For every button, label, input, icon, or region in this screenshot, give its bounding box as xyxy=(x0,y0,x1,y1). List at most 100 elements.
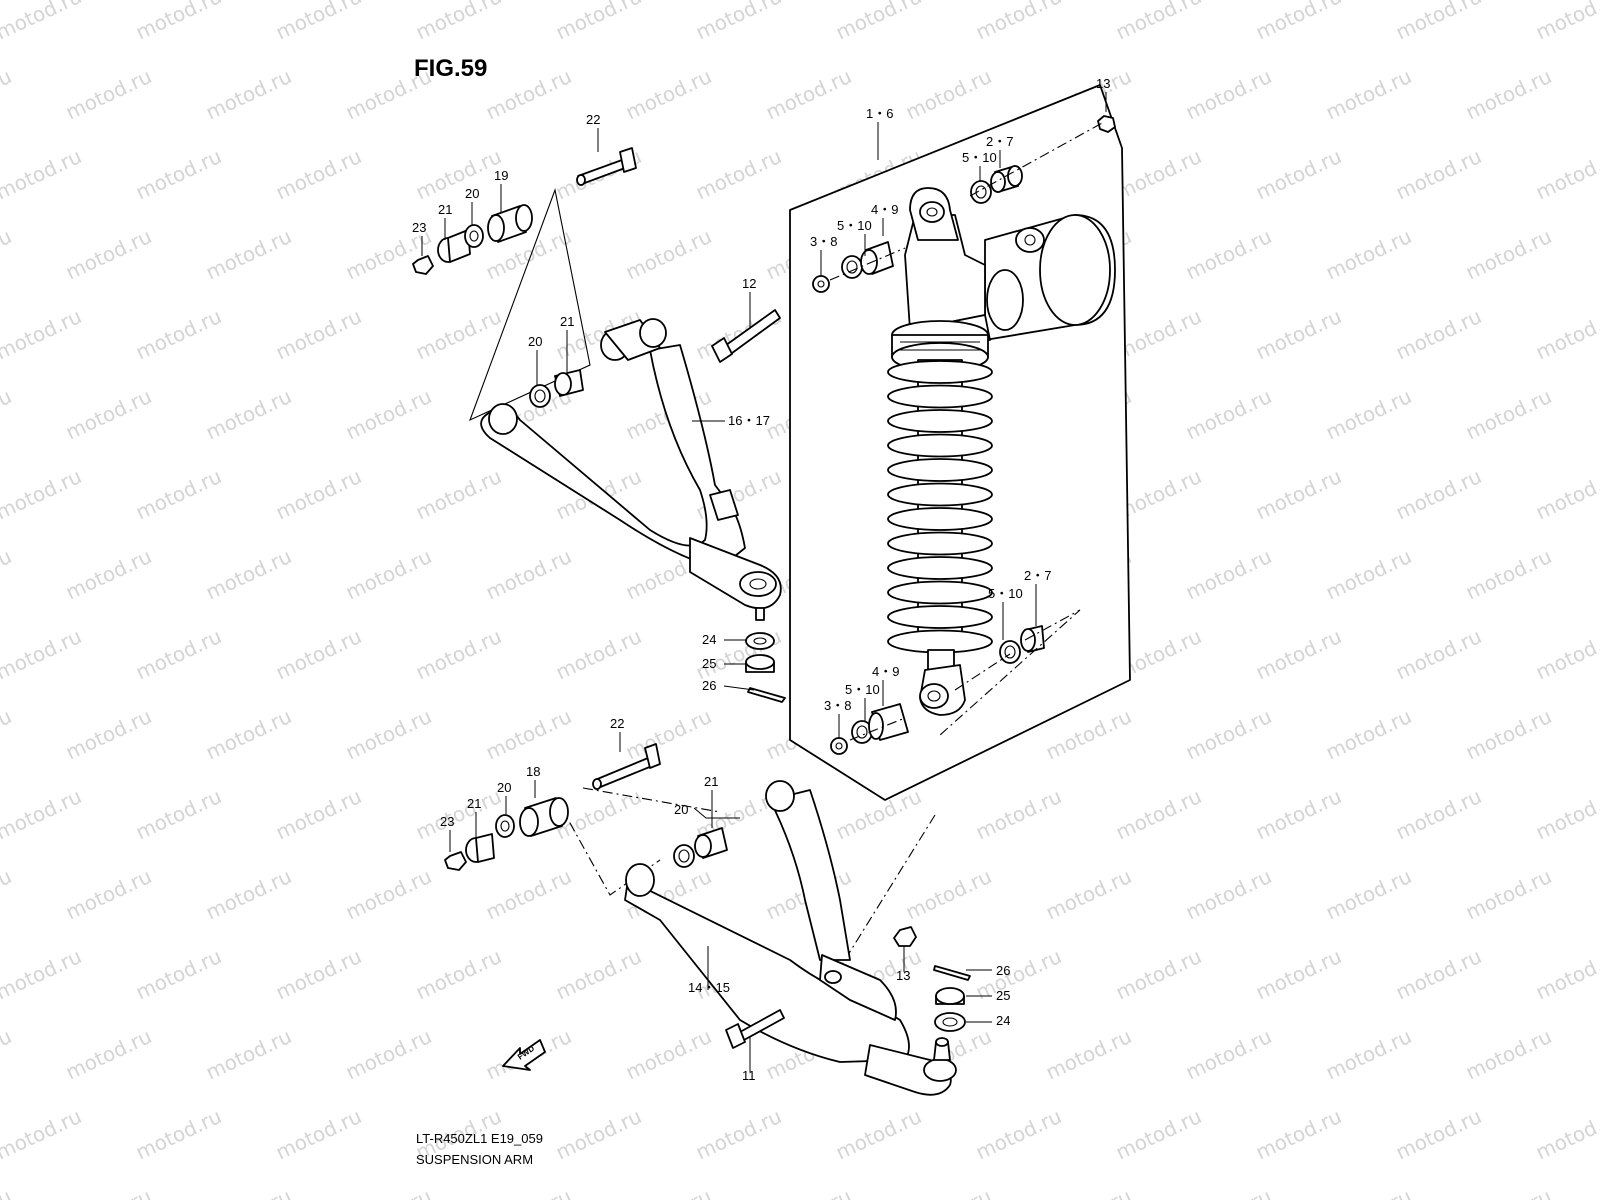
watermark-text: motod.ru xyxy=(1532,0,1600,45)
watermark-text: motod.ru xyxy=(132,144,225,205)
watermark-text: motod.ru xyxy=(1322,384,1415,445)
callout-11: 11 xyxy=(742,1068,756,1083)
shock-lower-eye xyxy=(919,649,966,716)
watermark-text: motod.ru xyxy=(62,864,155,925)
watermark-text: motod.ru xyxy=(342,1024,435,1085)
bolt-11 xyxy=(725,1009,785,1049)
callout-3-8-top: 3・8 xyxy=(810,234,837,249)
spring-coil xyxy=(887,531,993,556)
watermark-text: motod.ru xyxy=(1532,624,1600,685)
nut-13-lower xyxy=(893,926,917,947)
watermark-text: motod.ru xyxy=(132,1104,225,1165)
callout-13-top: 13 xyxy=(1096,76,1110,91)
watermark-text: motod.ru xyxy=(1532,144,1600,205)
upper-bushing-set xyxy=(812,115,1116,293)
watermark-text: motod.ru xyxy=(0,384,15,445)
bolt-22-lower xyxy=(592,743,661,790)
watermark-text: motod.ru xyxy=(1112,944,1205,1005)
watermark-text: motod.ru xyxy=(1462,1024,1555,1085)
upper-bolt-axis xyxy=(969,121,1105,197)
watermark-text: motod.ru xyxy=(1392,624,1485,685)
watermark-text: motod.ru xyxy=(482,704,575,765)
callout-19: 19 xyxy=(494,168,508,183)
callout-23-top: 23 xyxy=(412,220,426,235)
callout-25-lower: 25 xyxy=(996,988,1010,1003)
diagram-caption: SUSPENSION ARM xyxy=(416,1152,533,1167)
callout-12: 12 xyxy=(742,276,756,291)
callout-5-10-top-left: 5・10 xyxy=(837,218,872,233)
spring-coil xyxy=(887,605,993,629)
figure-title: FIG.59 xyxy=(414,55,487,82)
spring-coil xyxy=(887,556,993,580)
watermark-text: motod.ru xyxy=(62,704,155,765)
watermark-text: motod.ru xyxy=(0,224,15,285)
watermark-text: motod.ru xyxy=(622,64,715,125)
watermark-text: motod.ru xyxy=(1252,0,1345,45)
watermark-text: motod.ru xyxy=(62,224,155,285)
watermark-text: motod.ru xyxy=(1042,864,1135,925)
watermark-text: motod.ru xyxy=(132,464,225,525)
callout-20-bottom-b: 20 xyxy=(674,802,688,817)
watermark-text: motod.ru xyxy=(482,64,575,125)
watermark-text: motod.ru xyxy=(412,144,505,205)
callout-2-7-bottom: 2・7 xyxy=(1024,568,1051,583)
shock-absorber-group xyxy=(789,84,1131,801)
callout-14-15: 14・15 xyxy=(688,980,730,995)
watermark-text: motod.ru xyxy=(1462,864,1555,925)
watermark-text: motod.ru xyxy=(972,784,1065,845)
watermark-text: motod.ru xyxy=(1182,544,1275,605)
watermark-text: motod.ru xyxy=(482,544,575,605)
watermark-text: motod.ru xyxy=(412,944,505,1005)
watermark-text: motod.ru xyxy=(0,64,15,125)
watermark-text: motod.ru xyxy=(1322,704,1415,765)
callout-23-bottom: 23 xyxy=(440,814,454,829)
watermark-text: motod.ru xyxy=(552,944,645,1005)
callout-4-9-bottom: 4・9 xyxy=(872,664,899,679)
upper-arm-left-bushings xyxy=(412,204,533,275)
watermark-text: motod.ru xyxy=(0,944,85,1005)
watermark-text: motod.ru xyxy=(902,864,995,925)
watermark-text: motod.ru xyxy=(482,864,575,925)
watermark-text: motod.ru xyxy=(272,784,365,845)
spring-coil xyxy=(887,580,993,605)
watermark-text: motod.ru xyxy=(62,384,155,445)
watermark-text: motod.ru xyxy=(202,864,295,925)
watermark-text: motod.ru xyxy=(622,704,715,765)
watermark-text: motod.ru xyxy=(1252,944,1345,1005)
watermark-text: motod.ru xyxy=(1532,304,1600,365)
bolt-12 xyxy=(711,309,781,363)
lower-bolt-axis xyxy=(954,653,1011,691)
watermark-text: motod.ru xyxy=(1182,864,1275,925)
lower-suspension-arm-group: FWD xyxy=(444,743,971,1096)
watermark-text: motod.ru xyxy=(132,624,225,685)
callout-26-upper: 26 xyxy=(702,678,716,693)
watermark-text: motod.ru xyxy=(0,704,15,765)
watermark-text: motod.ru xyxy=(0,0,85,45)
watermark-text: motod.ru xyxy=(1322,1024,1415,1085)
watermark-text: motod.ru xyxy=(272,144,365,205)
lower-ball-joint-hardware xyxy=(933,965,971,1032)
watermark-text: motod.ru xyxy=(1252,1104,1345,1165)
watermark-text: motod.ru xyxy=(902,64,995,125)
watermark-text: motod.ru xyxy=(1182,384,1275,445)
watermark-text: motod.ru xyxy=(0,1184,15,1200)
watermark-text: motod.ru xyxy=(622,1024,715,1085)
spring-coil xyxy=(887,384,993,409)
watermark-text: motod.ru xyxy=(552,1104,645,1165)
watermark-text: motod.ru xyxy=(0,544,15,605)
watermark-text: motod.ru xyxy=(1392,944,1485,1005)
watermark-text: motod.ru xyxy=(972,1104,1065,1165)
spring-coil xyxy=(887,360,993,384)
watermark-text: motod.ru xyxy=(1462,1184,1555,1200)
watermark-text: motod.ru xyxy=(1322,1184,1415,1200)
watermark-text: motod.ru xyxy=(692,144,785,205)
watermark-text: motod.ru xyxy=(62,1184,155,1200)
callout-25-upper: 25 xyxy=(702,656,716,671)
watermark-text: motod.ru xyxy=(62,1024,155,1085)
watermark-text: motod.ru xyxy=(1392,0,1485,45)
watermark-text: motod.ru xyxy=(482,1184,575,1200)
callout-labels: 1・6132・75・104・95・103・8221920212312212016… xyxy=(412,76,1110,1083)
callout-16-17: 16・17 xyxy=(728,413,770,428)
watermark-text: motod.ru xyxy=(412,304,505,365)
callout-21-top-b: 21 xyxy=(560,314,574,329)
